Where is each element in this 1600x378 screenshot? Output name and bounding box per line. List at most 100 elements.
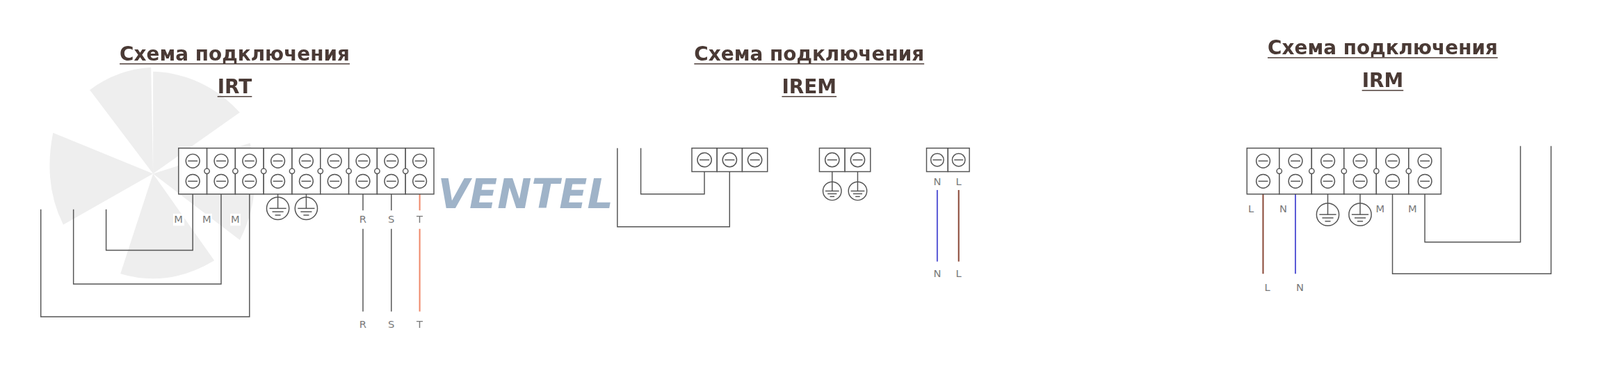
stroke <box>1327 194 1329 204</box>
terminal <box>405 148 434 195</box>
terminal-label: L <box>954 175 963 188</box>
terminal <box>207 148 236 195</box>
stroke <box>1354 216 1366 218</box>
stroke <box>1359 194 1361 204</box>
terminal-label: M <box>229 213 241 226</box>
terminal <box>1344 148 1377 195</box>
ground-ring <box>1348 203 1372 226</box>
terminal <box>263 148 293 195</box>
ground-symbol <box>1316 194 1339 226</box>
screw <box>185 153 200 168</box>
screw-slot <box>329 180 340 182</box>
irm-n-wire <box>1294 194 1297 274</box>
link-dot <box>289 168 295 174</box>
screw-slot <box>415 160 425 162</box>
supply-label: L <box>954 267 963 280</box>
phase-label: T <box>415 318 425 331</box>
fan-watermark <box>49 67 255 279</box>
screw-slot <box>187 160 198 162</box>
irt-motor-wires <box>41 194 392 317</box>
screw <box>1385 173 1400 188</box>
stroke <box>300 210 312 212</box>
stroke <box>825 190 840 192</box>
stroke <box>305 196 307 208</box>
screw-slot <box>329 160 340 162</box>
screw <box>1321 173 1336 188</box>
screw-slot <box>301 180 311 182</box>
screw <box>1353 173 1368 188</box>
screw-slot <box>1323 180 1333 182</box>
stroke <box>857 171 859 183</box>
terminal <box>1246 148 1280 195</box>
screw-slot <box>1290 160 1301 162</box>
irem-motor-wires <box>617 148 730 227</box>
terminal-label: M <box>1407 203 1419 216</box>
ground-symbol <box>294 194 318 220</box>
ground-ring <box>266 196 289 220</box>
screw <box>384 153 399 168</box>
terminal-block <box>178 148 434 195</box>
screw <box>931 152 944 166</box>
stroke <box>855 196 861 197</box>
link-dot <box>1309 168 1315 174</box>
stroke <box>1324 220 1331 222</box>
screw <box>327 153 342 168</box>
terminal-blocks <box>178 148 1442 226</box>
terminal <box>1408 148 1442 195</box>
stroke <box>1327 203 1329 215</box>
terminal-label: T <box>415 213 425 226</box>
screw-slot <box>216 160 226 162</box>
screw <box>747 152 762 167</box>
screw <box>1288 173 1303 188</box>
stroke <box>303 214 309 215</box>
link-dot <box>1374 168 1379 174</box>
ground-ring <box>1316 203 1339 226</box>
screw-slot <box>1258 160 1269 162</box>
terminal <box>1311 148 1345 195</box>
terminal-block <box>819 148 870 172</box>
screw-slot <box>852 159 863 160</box>
screw <box>825 152 840 167</box>
screw-slot <box>749 159 760 160</box>
screw-slot <box>386 180 397 182</box>
screw <box>413 153 427 168</box>
stroke <box>851 190 866 192</box>
screw <box>1385 153 1400 168</box>
link-dot <box>346 168 352 174</box>
terminal <box>741 148 767 172</box>
stroke <box>1319 213 1336 215</box>
screw <box>1321 153 1336 168</box>
screw <box>327 173 342 188</box>
ground-ring <box>848 181 867 200</box>
terminal-label: N <box>932 175 943 188</box>
screw-slot <box>273 160 284 162</box>
ground-symbol <box>266 194 289 220</box>
terminal <box>349 148 378 195</box>
screw <box>242 173 257 188</box>
link-dot <box>261 168 267 174</box>
terminal <box>1279 148 1313 195</box>
link-dot <box>317 168 323 174</box>
terminal-label: M <box>173 213 185 226</box>
screw <box>722 152 737 167</box>
terminal <box>1376 148 1409 195</box>
screw <box>1256 153 1271 168</box>
irm-motor-wires <box>1392 146 1552 274</box>
screw <box>1353 153 1368 168</box>
screw <box>1417 173 1432 188</box>
screw <box>1417 153 1432 168</box>
terminal-block <box>926 148 970 172</box>
screw <box>299 153 313 168</box>
link-dot <box>232 168 238 174</box>
terminal <box>292 148 321 195</box>
screw-slot <box>724 159 735 160</box>
screw-slot <box>244 160 255 162</box>
screw-slot <box>1387 180 1398 182</box>
model-name: IRM <box>1362 68 1404 91</box>
ground-symbol <box>848 171 867 201</box>
screw-slot <box>932 159 942 160</box>
screw-slot <box>1290 180 1301 182</box>
screw <box>271 173 286 188</box>
terminal <box>691 148 717 172</box>
screw-slot <box>273 180 284 182</box>
